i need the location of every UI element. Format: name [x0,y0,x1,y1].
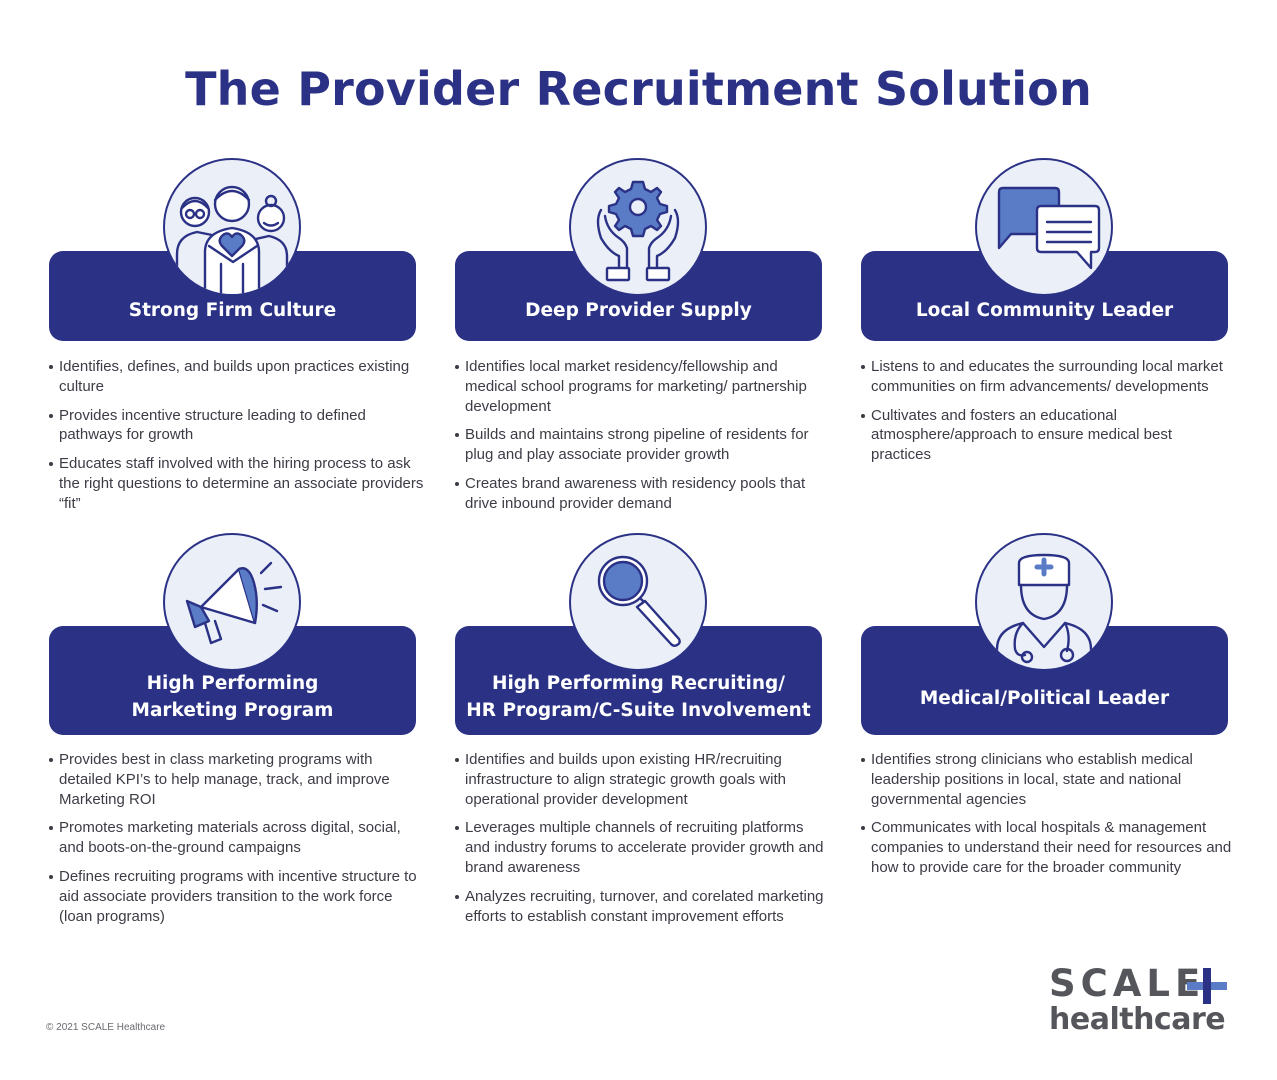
copyright: © 2021 SCALE Healthcare [46,1022,166,1033]
bullet-list: Identifies local market residency/fellow… [455,357,830,523]
list-item: Provides best in class marketing program… [49,750,424,809]
list-item: Listens to and educates the surrounding … [861,357,1236,397]
hands-gear-icon [569,158,707,296]
card-heading: Strong Firm Culture [128,300,337,321]
list-item: Provides incentive structure leading to … [49,406,424,446]
bullet-list: Identifies strong clinicians who establi… [861,750,1236,887]
list-item: Leverages multiple channels of recruitin… [455,818,830,877]
card-heading: High Performing Marketing Program [131,673,334,721]
scale-healthcare-logo: SCALE healthcare [1047,962,1232,1042]
megaphone-icon [163,533,301,671]
bullet-list: Listens to and educates the surrounding … [861,357,1236,474]
bullet-list: Identifies, defines, and builds upon pra… [49,357,424,523]
list-item: Identifies strong clinicians who establi… [861,750,1236,809]
card-banner: High Performing Recruiting/ HR Program/C… [455,626,822,735]
list-item: Educates staff involved with the hiring … [49,454,424,513]
list-item: Identifies and builds upon existing HR/r… [455,750,830,809]
card-heading: Deep Provider Supply [525,300,752,321]
team-heart-icon [163,158,301,296]
list-item: Analyzes recruiting, turnover, and corel… [455,887,830,927]
list-item: Promotes marketing materials across digi… [49,818,424,858]
card-banner: Medical/Political Leader [861,626,1228,735]
list-item: Defines recruiting programs with incenti… [49,867,424,926]
list-item: Communicates with local hospitals & mana… [861,818,1236,877]
card-heading: High Performing Recruiting/ HR Program/C… [466,673,811,721]
logo-wordmark-healthcare: healthcare [1049,1002,1226,1037]
list-item: Creates brand awareness with residency p… [455,474,830,514]
plus-icon [1187,968,1227,1004]
card-heading: Medical/Political Leader [919,688,1170,709]
list-item: Identifies, defines, and builds upon pra… [49,357,424,397]
bullet-list: Provides best in class marketing program… [49,750,424,935]
chat-bubbles-icon [975,158,1113,296]
card-heading: Local Community Leader [915,300,1174,321]
logo-wordmark-scale: SCALE [1049,962,1206,1005]
magnifying-glass-icon [569,533,707,671]
bullet-list: Identifies and builds upon existing HR/r… [455,750,830,935]
list-item: Identifies local market residency/fellow… [455,357,830,416]
list-item: Builds and maintains strong pipeline of … [455,425,830,465]
page-title: The Provider Recruitment Solution [185,62,1092,116]
list-item: Cultivates and fosters an educational at… [861,406,1236,465]
doctor-icon [975,533,1113,671]
